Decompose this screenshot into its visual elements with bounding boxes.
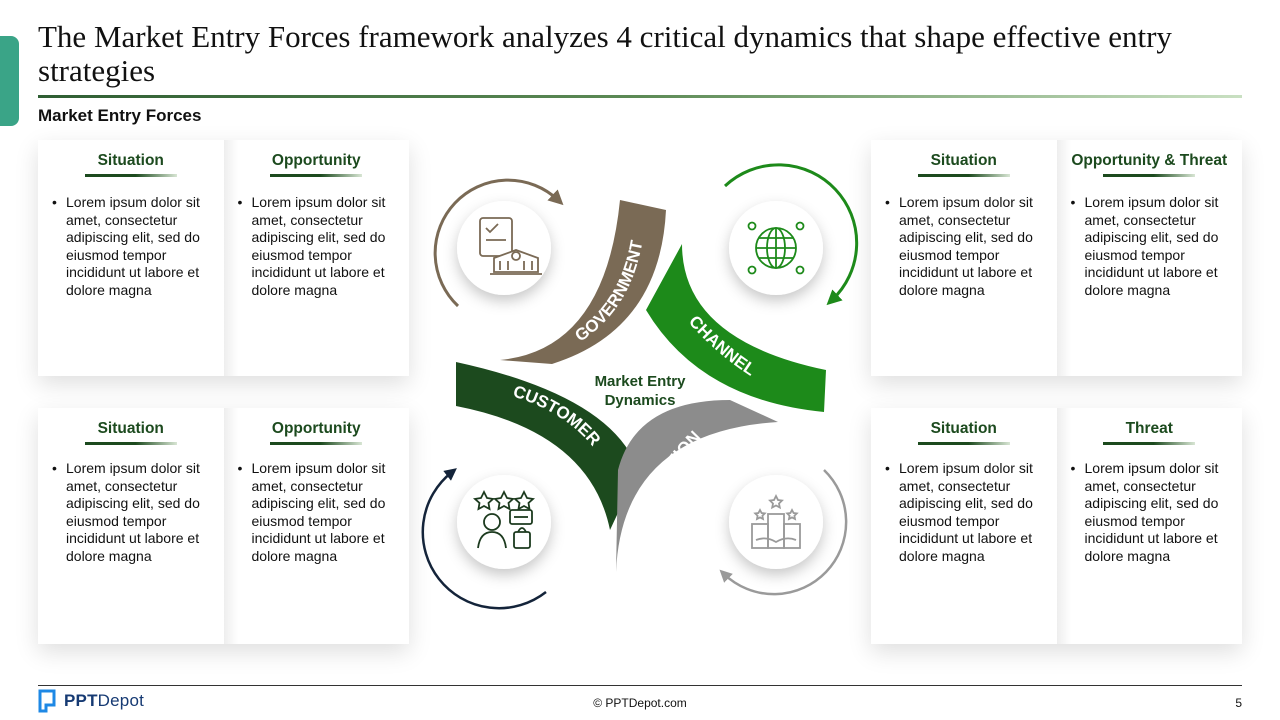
panel-bottom-right: Situation Lorem ipsum dolor sit amet, co… (871, 408, 1242, 644)
panel-column: Situation Lorem ipsum dolor sit amet, co… (871, 140, 1057, 376)
column-heading: Situation (879, 140, 1049, 180)
bullet-list: Lorem ipsum dolor sit amet, consectetur … (1065, 460, 1235, 566)
bullet-list: Lorem ipsum dolor sit amet, consectetur … (46, 194, 216, 300)
competition-segment (616, 400, 778, 572)
panel-column: Situation Lorem ipsum dolor sit amet, co… (871, 408, 1057, 644)
competition-icon-circle (729, 475, 823, 569)
bullet-item: Lorem ipsum dolor sit amet, consectetur … (52, 460, 212, 566)
logo-text: PPTDepot (64, 691, 145, 710)
accent-tab (0, 36, 19, 126)
column-heading: Situation (46, 408, 216, 448)
pptdepot-logo: PPTDepot (38, 689, 144, 713)
column-heading: Situation (879, 408, 1049, 448)
bullet-item: Lorem ipsum dolor sit amet, consectetur … (885, 194, 1045, 300)
panel-column: Opportunity Lorem ipsum dolor sit amet, … (223, 140, 409, 376)
panel-top-right: Situation Lorem ipsum dolor sit amet, co… (871, 140, 1242, 376)
bullet-item: Lorem ipsum dolor sit amet, consectetur … (238, 460, 398, 566)
globe-network-icon (747, 221, 805, 275)
center-label-line2: Dynamics (605, 392, 676, 409)
title-divider (38, 95, 1242, 98)
customer-icon-circle (457, 475, 551, 569)
channel-cycle-arrow (723, 163, 859, 306)
column-heading: Opportunity (232, 408, 402, 448)
customer-rating-shopping-icon (472, 489, 536, 549)
panel-column: Situation Lorem ipsum dolor sit amet, co… (38, 140, 224, 376)
column-heading: Threat (1065, 408, 1235, 448)
slide-subtitle: Market Entry Forces (38, 106, 202, 125)
bullet-list: Lorem ipsum dolor sit amet, consectetur … (1065, 194, 1235, 300)
channel-segment (646, 244, 826, 412)
market-entry-diagram: GOVERNMENT CHANNEL CUSTOMER COMPETITION … (421, 163, 859, 610)
center-label-line1: Market Entry (595, 373, 687, 390)
bullet-list: Lorem ipsum dolor sit amet, consectetur … (232, 460, 402, 566)
bullet-item: Lorem ipsum dolor sit amet, consectetur … (238, 194, 398, 300)
bullet-item: Lorem ipsum dolor sit amet, consectetur … (52, 194, 212, 300)
column-heading: Situation (46, 140, 216, 180)
bullet-list: Lorem ipsum dolor sit amet, consectetur … (46, 460, 216, 566)
competition-cycle-arrow (719, 469, 848, 596)
footer-divider (38, 685, 1242, 686)
panel-bottom-left: Situation Lorem ipsum dolor sit amet, co… (38, 408, 409, 644)
government-icon-circle (457, 201, 551, 295)
panel-column: Situation Lorem ipsum dolor sit amet, co… (38, 408, 224, 644)
logo-mark-icon (38, 689, 56, 713)
customer-segment (456, 362, 638, 530)
panel-column: Opportunity & Threat Lorem ipsum dolor s… (1056, 140, 1242, 376)
panel-column: Threat Lorem ipsum dolor sit amet, conse… (1056, 408, 1242, 644)
bullet-item: Lorem ipsum dolor sit amet, consectetur … (885, 460, 1045, 566)
column-heading: Opportunity & Threat (1065, 140, 1235, 180)
copyright-text: © PPTDepot.com (593, 696, 687, 710)
column-heading: Opportunity (232, 140, 402, 180)
bullet-list: Lorem ipsum dolor sit amet, consectetur … (879, 460, 1049, 566)
panel-column: Opportunity Lorem ipsum dolor sit amet, … (223, 408, 409, 644)
bullet-list: Lorem ipsum dolor sit amet, consectetur … (232, 194, 402, 300)
bullet-item: Lorem ipsum dolor sit amet, consectetur … (1071, 194, 1231, 300)
bullet-item: Lorem ipsum dolor sit amet, consectetur … (1071, 460, 1231, 566)
government-cycle-arrow (433, 178, 564, 308)
page-number: 5 (1235, 696, 1242, 710)
competition-podium-handshake-icon (751, 493, 801, 549)
bullet-list: Lorem ipsum dolor sit amet, consectetur … (879, 194, 1049, 300)
customer-cycle-arrow (421, 468, 547, 610)
slide-title: The Market Entry Forces framework analyz… (38, 19, 1172, 88)
panel-top-left: Situation Lorem ipsum dolor sit amet, co… (38, 140, 409, 376)
government-segment (500, 200, 666, 364)
government-building-document-icon (479, 217, 542, 275)
